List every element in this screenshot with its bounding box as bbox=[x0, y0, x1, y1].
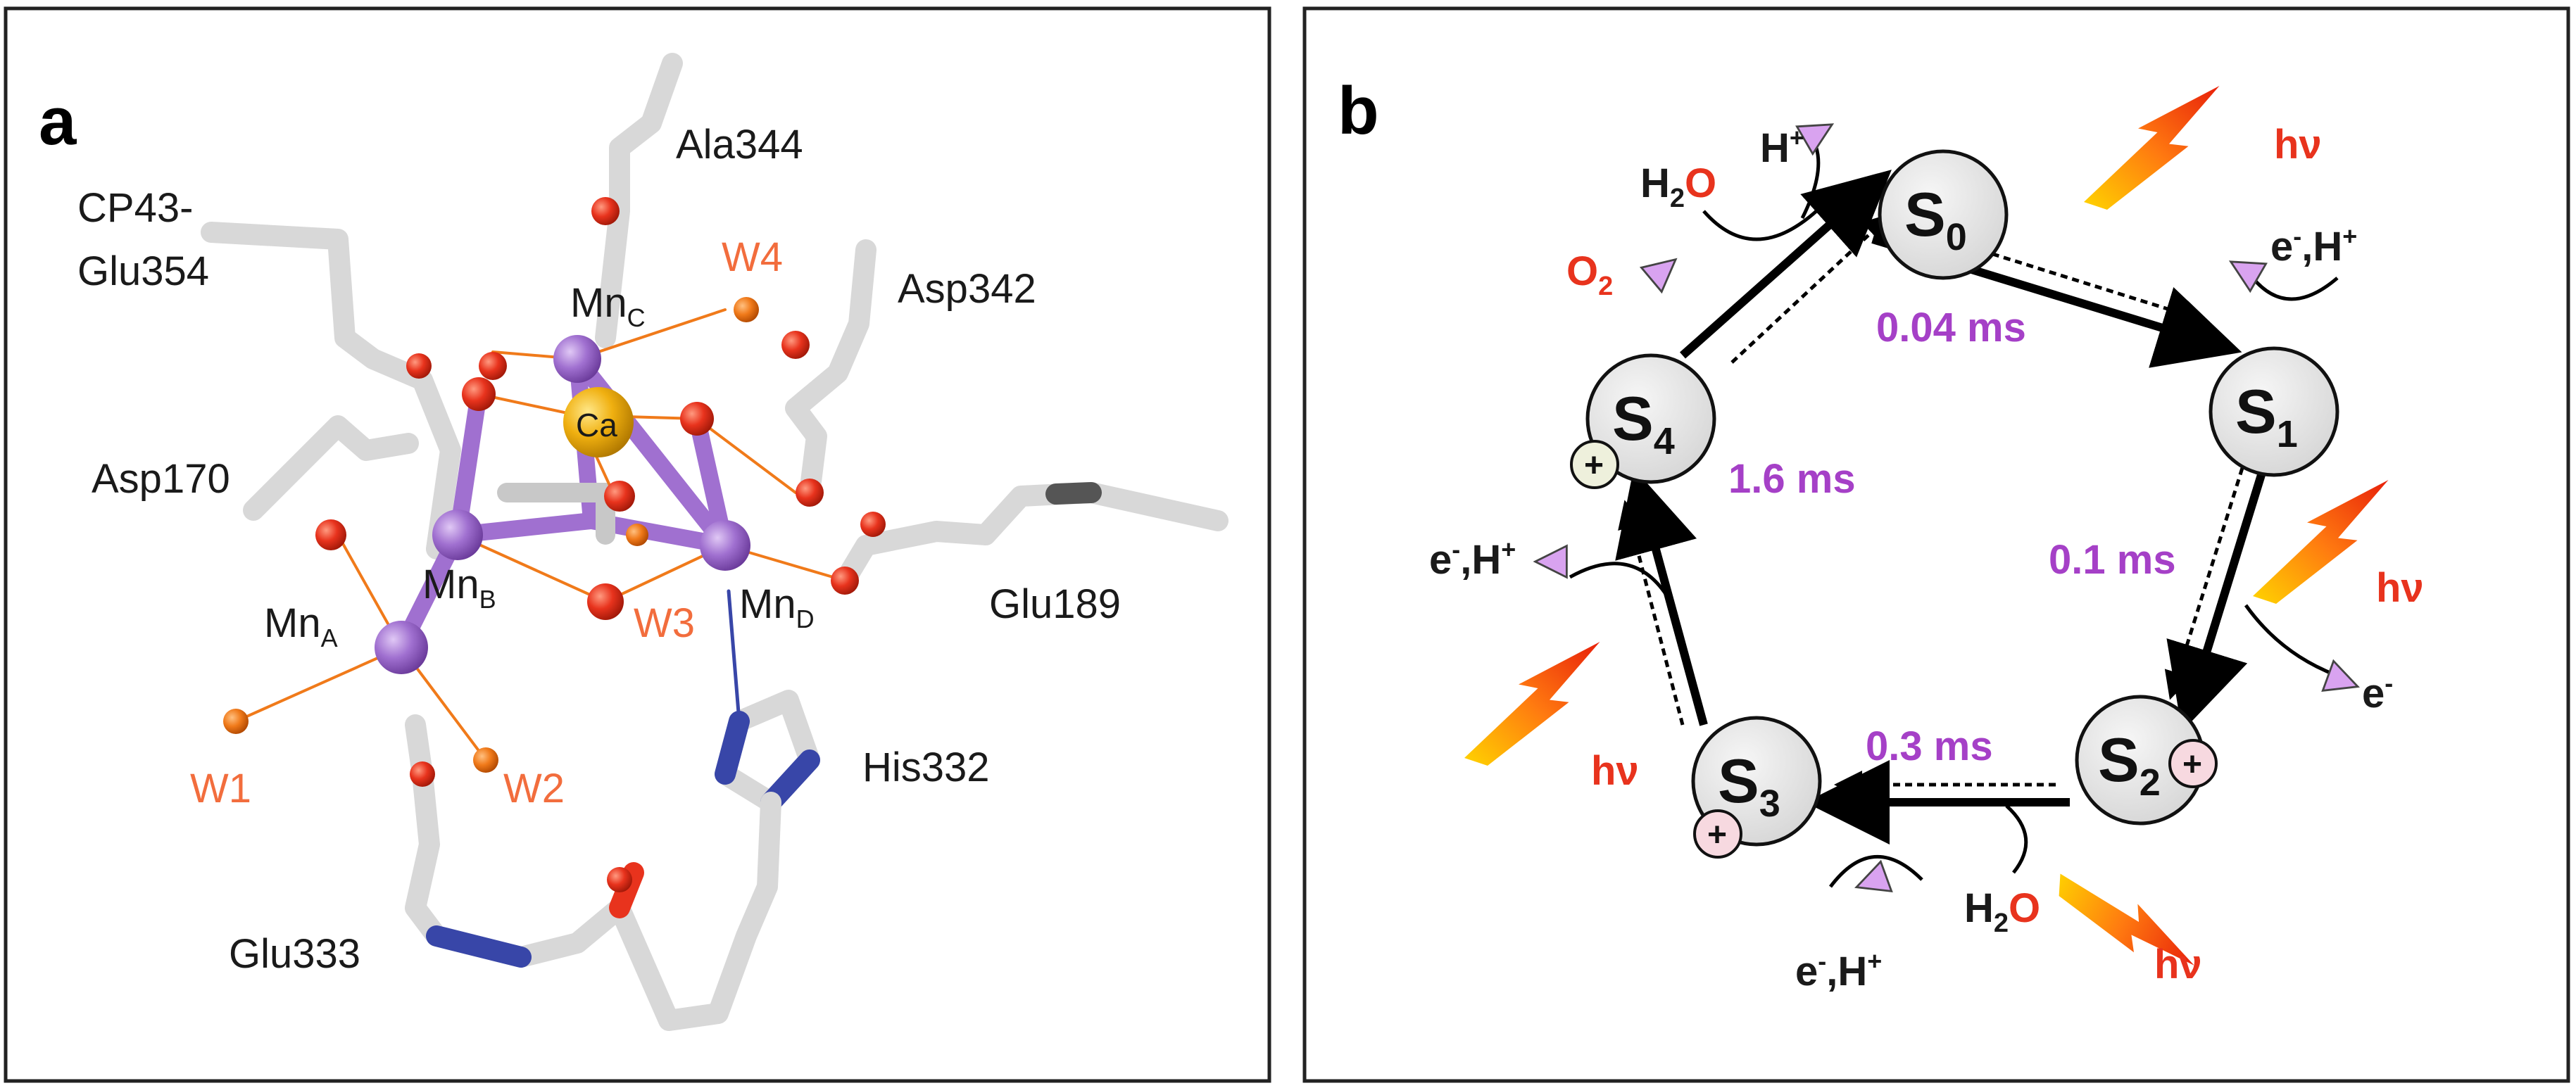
charge-badge-s2 bbox=[2168, 739, 2218, 788]
label-his332: His332 bbox=[862, 745, 990, 790]
label-w1: W1 bbox=[190, 766, 251, 811]
label-e-h-s1: e-,H+ bbox=[2270, 222, 2357, 270]
time-s0-s1: 0.04 ms bbox=[1876, 305, 2026, 350]
water-w3 bbox=[626, 524, 648, 546]
svg-text:+: + bbox=[1584, 447, 1604, 484]
label-asp170: Asp170 bbox=[92, 456, 230, 502]
charge-badge-s3 bbox=[1693, 809, 1742, 859]
label-h-plus-top: H+ bbox=[1760, 123, 1804, 171]
label-hv-s1: hν bbox=[2376, 565, 2424, 611]
svg-text:S1: S1 bbox=[2235, 377, 2298, 455]
svg-text:S4: S4 bbox=[1612, 384, 1675, 462]
svg-text:S3: S3 bbox=[1718, 746, 1780, 825]
label-glu333: Glu333 bbox=[229, 931, 360, 977]
label-e-h-s3: e-,H+ bbox=[1795, 947, 1882, 994]
label-mn-c: MnC bbox=[570, 280, 646, 332]
stick-backbone bbox=[405, 764, 781, 1031]
svg-text:S2: S2 bbox=[2098, 725, 2161, 804]
label-asp342: Asp342 bbox=[898, 266, 1036, 312]
stick-glu354 bbox=[201, 222, 461, 559]
time-s2-s3: 0.3 ms bbox=[1866, 723, 1993, 769]
stick-asp170 bbox=[243, 415, 419, 521]
svg-text:S0: S0 bbox=[1904, 179, 1967, 258]
water-w4 bbox=[734, 297, 759, 322]
label-o2: O2 bbox=[1566, 248, 1613, 301]
state-s3: S3 + bbox=[1691, 716, 1822, 859]
water-w2 bbox=[473, 747, 498, 773]
label-h2o-top: H2O bbox=[1640, 160, 1716, 213]
time-s4-s0: 1.6 ms bbox=[1728, 456, 1856, 502]
panel-a-letter: a bbox=[39, 84, 77, 159]
charge-badge-s4 bbox=[1570, 440, 1619, 489]
label-w4: W4 bbox=[722, 234, 783, 280]
label-w2: W2 bbox=[503, 766, 565, 811]
label-mn-d: MnD bbox=[739, 581, 815, 633]
cycle-arrows bbox=[1615, 170, 2268, 845]
state-s0: S0 bbox=[1878, 149, 2009, 280]
label-glu354: Glu354 bbox=[77, 248, 209, 294]
label-cp43: CP43- bbox=[77, 185, 193, 231]
time-s1-s2: 0.1 ms bbox=[2049, 537, 2176, 583]
atom-mn-d bbox=[700, 520, 750, 571]
label-e-s2: e- bbox=[2362, 669, 2393, 716]
label-ca: Ca bbox=[576, 407, 617, 443]
atom-mn-c bbox=[553, 335, 601, 383]
stick-ala344 bbox=[595, 53, 683, 348]
label-mn-b: MnB bbox=[422, 562, 496, 614]
label-mn-a: MnA bbox=[264, 600, 338, 652]
panel-b-letter: b bbox=[1338, 73, 1379, 148]
label-h2o-bottom: H2O bbox=[1964, 885, 2040, 938]
atom-ca bbox=[563, 387, 634, 457]
svg-text:+: + bbox=[1707, 816, 1727, 854]
state-s1: S1 bbox=[2209, 346, 2339, 477]
state-s2: S2 + bbox=[2075, 695, 2218, 826]
svg-text:+: + bbox=[2182, 746, 2202, 783]
label-hv-s0: hν bbox=[2274, 122, 2322, 167]
label-hv-s3: hν bbox=[1591, 748, 1639, 794]
label-hv-s2: hν bbox=[2154, 942, 2202, 987]
label-w3: W3 bbox=[634, 600, 695, 646]
atoms bbox=[223, 197, 886, 892]
panel-a-labels: Ala344 CP43- Glu354 Asp342 Asp170 Glu189… bbox=[77, 122, 1121, 977]
water-w1 bbox=[223, 709, 249, 734]
label-e-h-s4: e-,H+ bbox=[1429, 535, 1516, 583]
label-glu189: Glu189 bbox=[989, 581, 1121, 627]
stick-asp342 bbox=[785, 239, 877, 503]
label-ala344: Ala344 bbox=[676, 122, 803, 167]
state-s4: S4 + bbox=[1570, 353, 1716, 489]
atom-mn-b bbox=[432, 510, 483, 560]
atom-mn-a bbox=[375, 621, 428, 674]
